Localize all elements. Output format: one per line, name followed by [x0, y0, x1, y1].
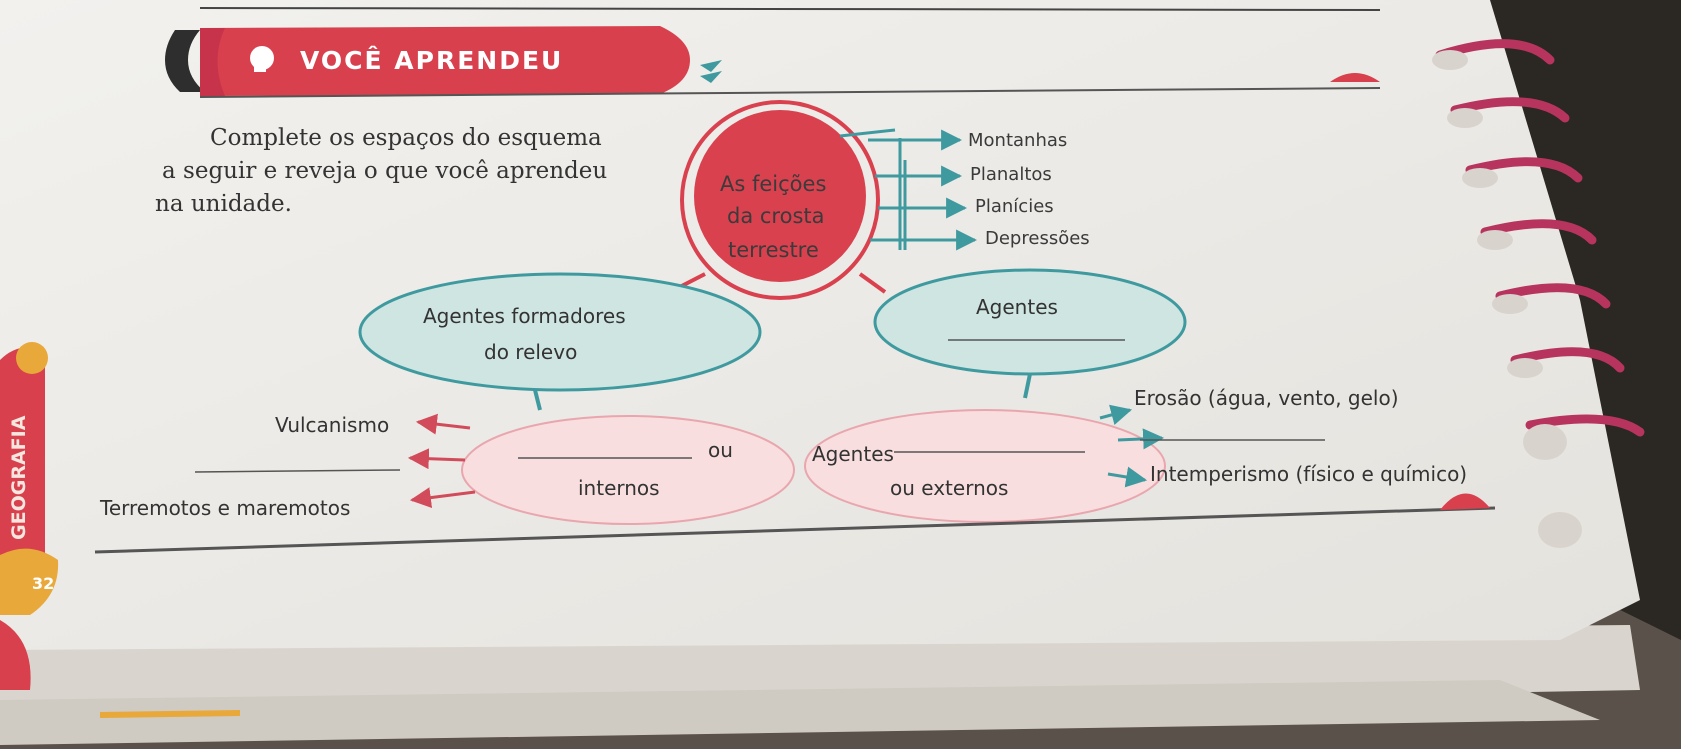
side-subject-label: GEOGRAFIA: [8, 415, 30, 540]
relief-form-mountains: Montanhas: [968, 130, 1068, 151]
internal-example-volcanism: Vulcanismo: [275, 413, 390, 437]
page-number: 32: [32, 574, 55, 593]
center-node-line-1: As feições: [720, 172, 827, 196]
relief-form-depressions: Depressões: [985, 228, 1090, 249]
center-node-line-3: terrestre: [728, 238, 819, 262]
instruction-line-1: Complete os espaços do esquema: [210, 125, 602, 151]
instruction-line-3: na unidade.: [155, 191, 292, 217]
section-title: VOCÊ APRENDEU: [300, 46, 564, 75]
external-example-weathering: Intemperismo (físico e químico): [1150, 462, 1468, 486]
internal-node-line-2: internos: [578, 476, 660, 500]
external-node-line-2: ou externos: [890, 476, 1009, 500]
internal-example-earthquakes: Terremotos e maremotos: [100, 496, 351, 520]
agents-node-label: Agentes: [976, 295, 1058, 319]
relief-form-plains: Planícies: [975, 196, 1054, 217]
instruction-line-2: a seguir e reveja o que você aprendeu: [162, 158, 608, 184]
formers-node-line-1: Agentes formadores: [423, 304, 626, 328]
blank-internal-example: [194, 469, 401, 473]
internal-node-connector: ou: [708, 438, 733, 462]
relief-form-plateaus: Planaltos: [970, 164, 1052, 185]
formers-node-line-2: do relevo: [484, 340, 578, 364]
external-example-erosion: Erosão (água, vento, gelo): [1134, 386, 1399, 410]
external-node-line-1: Agentes: [812, 442, 894, 466]
center-node-line-2: da crosta: [727, 204, 825, 228]
